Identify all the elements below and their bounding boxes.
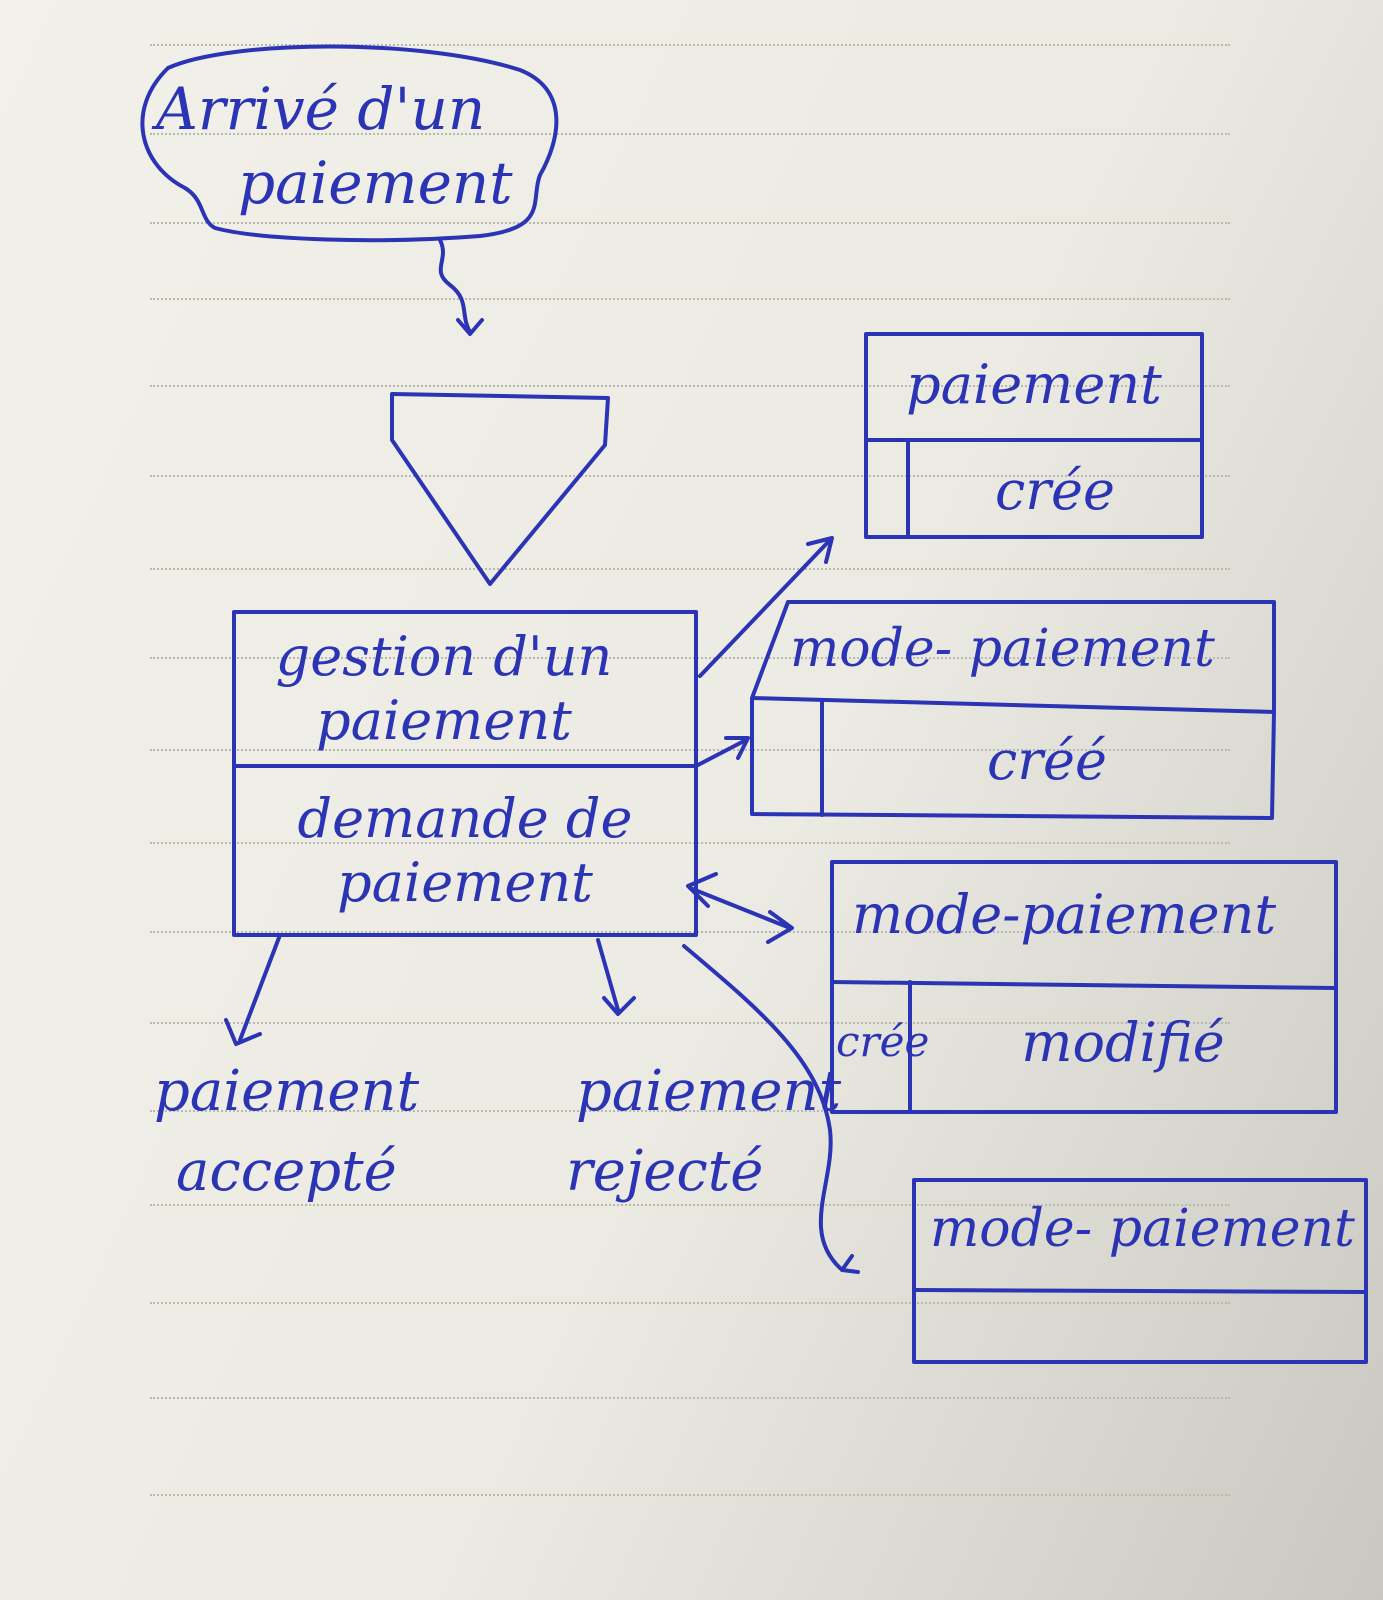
output-rejected-line2: rejecté — [566, 1139, 764, 1204]
arrow-to-entity-mode-paiement-3 — [682, 944, 842, 1270]
ruled-line — [150, 842, 1230, 844]
arrowhead — [840, 1254, 860, 1274]
arrowhead — [224, 1018, 262, 1046]
ruled-line — [150, 749, 1230, 751]
entity-mode-paiement-3-box — [912, 1178, 1368, 1364]
entity-state: créé — [987, 729, 1107, 792]
arrow-to-rejected — [596, 938, 620, 1012]
entity-name: mode- paiement — [930, 1199, 1355, 1259]
ruled-line — [150, 1204, 1230, 1206]
ruled-line — [150, 1397, 1230, 1399]
ruled-line — [150, 44, 1230, 46]
ruled-line — [150, 1302, 1230, 1304]
entity-name: mode- paiement — [790, 619, 1215, 679]
arrowhead — [724, 736, 750, 760]
output-accepted-line1: paiement — [154, 1059, 420, 1124]
ruled-line — [150, 222, 1230, 224]
ruled-line — [150, 385, 1230, 387]
arrowhead — [806, 536, 834, 564]
ruled-line — [150, 133, 1230, 135]
entity-paiement-box — [864, 332, 1204, 539]
arrowhead — [602, 996, 636, 1016]
arrow-to-entity-mode-paiement-2 — [688, 886, 792, 930]
entity-mode-paiement-3-divider — [912, 1288, 1368, 1294]
process-title-line1: gestion d'un — [275, 625, 613, 688]
entity-name: paiement — [906, 353, 1162, 416]
entity-state: crée — [995, 459, 1115, 522]
trigger-arrowhead — [456, 318, 484, 336]
process-body-line1: demande de — [297, 787, 633, 850]
arrow-to-accepted — [238, 933, 282, 1042]
trigger-arrow — [438, 238, 472, 334]
ruled-line — [150, 1110, 1230, 1112]
entity-name: mode-paiement — [852, 883, 1277, 946]
arrowhead — [686, 872, 718, 908]
ruled-line — [150, 568, 1230, 570]
ruled-line — [150, 1494, 1230, 1496]
output-rejected-line1: paiement — [576, 1059, 842, 1124]
arrow-to-entity-mode-paiement-1 — [694, 738, 748, 768]
process-body-line2: paiement — [337, 851, 593, 914]
ruled-line — [150, 298, 1230, 300]
entity-mode-paiement-2-divider — [830, 980, 1338, 990]
entity-mode-paiement-1-box — [750, 600, 1276, 820]
ruled-line — [150, 931, 1230, 933]
ruled-line — [150, 1022, 1230, 1024]
event-bubble — [140, 44, 559, 243]
entity-state: crée — [836, 1017, 930, 1066]
ruled-line — [150, 657, 1230, 659]
entity-state: modifié — [1021, 1011, 1225, 1074]
arrowhead — [766, 910, 794, 944]
event-label-line2: paiement — [238, 149, 513, 217]
output-accepted-line2: accepté — [176, 1139, 397, 1204]
event-label-line1: Arrivé d'un — [156, 75, 486, 143]
ruled-line — [150, 475, 1230, 477]
process-title-line2: paiement — [316, 689, 572, 752]
arrow-to-entity-paiement — [698, 538, 832, 678]
process-box — [232, 610, 698, 937]
trigger-pentagon — [390, 392, 610, 586]
